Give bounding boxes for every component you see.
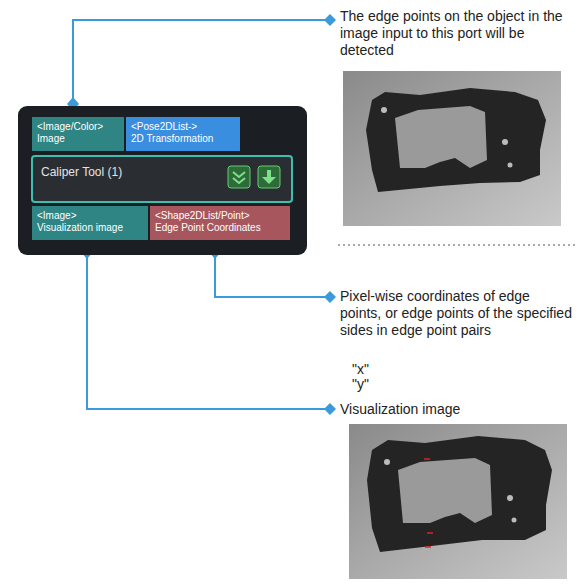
port-box: <Image>Visualization image bbox=[32, 206, 148, 240]
port-type: <Shape2DList/Point> bbox=[155, 210, 285, 222]
port-box: <Pose2DList->2D Transformation bbox=[126, 117, 240, 151]
port-type: <Image> bbox=[37, 210, 143, 222]
port-name: 2D Transformation bbox=[131, 133, 235, 145]
port-name: Caliper Tool (1) bbox=[41, 166, 283, 178]
port-box: <Shape2DList/Point>Edge Point Coordinate… bbox=[150, 206, 290, 240]
callout-text: The edge points on the object in the ima… bbox=[340, 8, 572, 59]
port-box: <Image/Color>Image bbox=[32, 117, 124, 151]
callout-text: Pixel-wise coordinates of edge points, o… bbox=[340, 288, 572, 339]
separator bbox=[338, 244, 575, 245]
port-name: Visualization image bbox=[37, 222, 143, 234]
callout-text: "y" bbox=[352, 376, 412, 393]
node-title-box: Caliper Tool (1) bbox=[31, 155, 293, 203]
port-type: <Pose2DList-> bbox=[131, 121, 235, 133]
callout-text: Visualization image bbox=[340, 401, 572, 418]
port-type: <Image/Color> bbox=[37, 121, 119, 133]
visualization-photo bbox=[349, 424, 567, 579]
node-panel bbox=[18, 106, 307, 255]
callout-text: "x" bbox=[352, 361, 412, 378]
download-icon bbox=[258, 166, 280, 188]
input-photo bbox=[343, 71, 561, 226]
port-name: Edge Point Coordinates bbox=[155, 222, 285, 234]
port-name: Image bbox=[37, 133, 119, 145]
collapse-icon bbox=[228, 166, 250, 188]
